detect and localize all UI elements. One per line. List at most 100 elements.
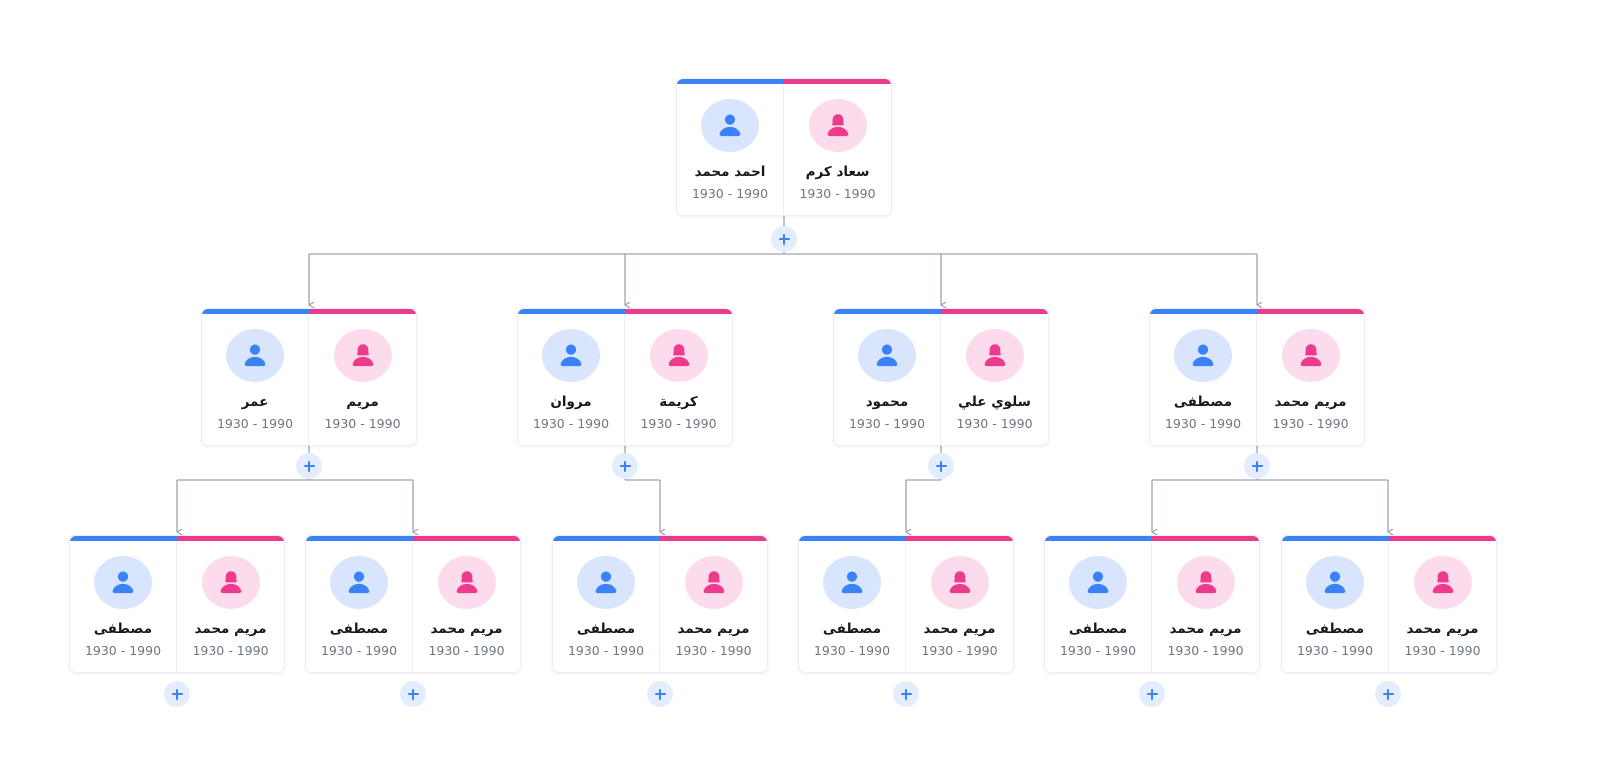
person-female[interactable]: مريم محمد 1930 - 1990 [177, 536, 284, 672]
person-years: 1930 - 1990 [1404, 642, 1481, 658]
person-female-icon [1176, 556, 1235, 610]
person-name: مريم محمد [1274, 394, 1347, 411]
person-female-icon [808, 99, 867, 153]
person-years: 1930 - 1990 [532, 415, 610, 431]
person-name: مصطفى [1068, 621, 1128, 638]
person-name: مروان [550, 394, 592, 411]
person-male[interactable]: مصطفى 1930 - 1990 [70, 536, 177, 672]
person-name: مريم محمد [677, 621, 750, 638]
person-years: 1930 - 1990 [320, 642, 398, 658]
add-member-button[interactable] [296, 453, 322, 479]
plus-icon-vertical [1151, 688, 1153, 700]
add-member-button[interactable] [928, 453, 954, 479]
person-male[interactable]: مصطفى 1930 - 1990 [306, 536, 413, 672]
person-female[interactable]: مريم محمد 1930 - 1990 [1389, 536, 1496, 672]
person-name: مريم محمد [194, 621, 267, 638]
add-member-button[interactable] [612, 453, 638, 479]
person-name: مصطفى [329, 621, 389, 638]
person-icon [330, 556, 388, 610]
person-years: 1930 - 1990 [813, 642, 891, 658]
person-icon [577, 556, 635, 610]
add-member-button[interactable] [771, 226, 797, 252]
person-name: كريمة [659, 394, 698, 411]
plus-icon-vertical [659, 688, 661, 700]
person-years: 1930 - 1990 [956, 415, 1033, 431]
person-name: مريم [346, 394, 379, 411]
couple-card[interactable]: محمود 1930 - 1990 سلوي علي 1930 - 1990 [833, 308, 1049, 446]
person-icon [701, 99, 759, 153]
person-years: 1930 - 1990 [84, 642, 162, 658]
person-female[interactable]: سلوي علي 1930 - 1990 [941, 309, 1048, 445]
person-female-icon [684, 556, 743, 610]
person-years: 1930 - 1990 [428, 642, 505, 658]
person-female-icon [930, 556, 989, 610]
plus-icon-vertical [176, 688, 178, 700]
person-female[interactable]: مريم محمد 1930 - 1990 [413, 536, 520, 672]
person-male[interactable]: مروان 1930 - 1990 [518, 309, 625, 445]
plus-icon-vertical [940, 460, 942, 472]
person-male[interactable]: محمود 1930 - 1990 [834, 309, 941, 445]
person-years: 1930 - 1990 [192, 642, 269, 658]
person-name: سعاد كرم [805, 164, 870, 181]
person-female[interactable]: مريم محمد 1930 - 1990 [660, 536, 767, 672]
add-member-button[interactable] [400, 681, 426, 707]
plus-icon-vertical [1387, 688, 1389, 700]
plus-icon-vertical [783, 233, 785, 245]
person-years: 1930 - 1990 [324, 415, 401, 431]
person-years: 1930 - 1990 [675, 642, 752, 658]
person-icon [1069, 556, 1127, 610]
plus-icon-vertical [308, 460, 310, 472]
person-name: مريم محمد [1169, 621, 1242, 638]
plus-icon-vertical [905, 688, 907, 700]
add-member-button[interactable] [164, 681, 190, 707]
couple-card[interactable]: مصطفى 1930 - 1990 مريم محمد 1930 - 1990 [69, 535, 285, 673]
person-female[interactable]: مريم 1930 - 1990 [309, 309, 416, 445]
couple-card[interactable]: مصطفى 1930 - 1990 مريم محمد 1930 - 1990 [305, 535, 521, 673]
person-years: 1930 - 1990 [567, 642, 645, 658]
person-years: 1930 - 1990 [1164, 415, 1242, 431]
add-member-button[interactable] [1375, 681, 1401, 707]
add-member-button[interactable] [647, 681, 673, 707]
person-icon [1174, 329, 1232, 383]
person-years: 1930 - 1990 [848, 415, 926, 431]
person-female-icon [1413, 556, 1472, 610]
person-years: 1930 - 1990 [216, 415, 294, 431]
person-name: سلوي علي [958, 394, 1031, 411]
person-name: احمد محمد [694, 164, 766, 181]
add-member-button[interactable] [1139, 681, 1165, 707]
person-name: مريم محمد [1406, 621, 1479, 638]
person-icon [823, 556, 881, 610]
person-icon [226, 329, 284, 383]
person-name: مصطفى [1305, 621, 1365, 638]
plus-icon-vertical [624, 460, 626, 472]
person-name: مصطفى [822, 621, 882, 638]
add-member-button[interactable] [1244, 453, 1270, 479]
person-icon [1306, 556, 1364, 610]
add-member-button[interactable] [893, 681, 919, 707]
person-name: محمود [865, 394, 909, 411]
person-name: مريم محمد [430, 621, 503, 638]
person-name: مصطفى [93, 621, 153, 638]
person-icon [94, 556, 152, 610]
person-male[interactable]: مصطفى 1930 - 1990 [799, 536, 906, 672]
